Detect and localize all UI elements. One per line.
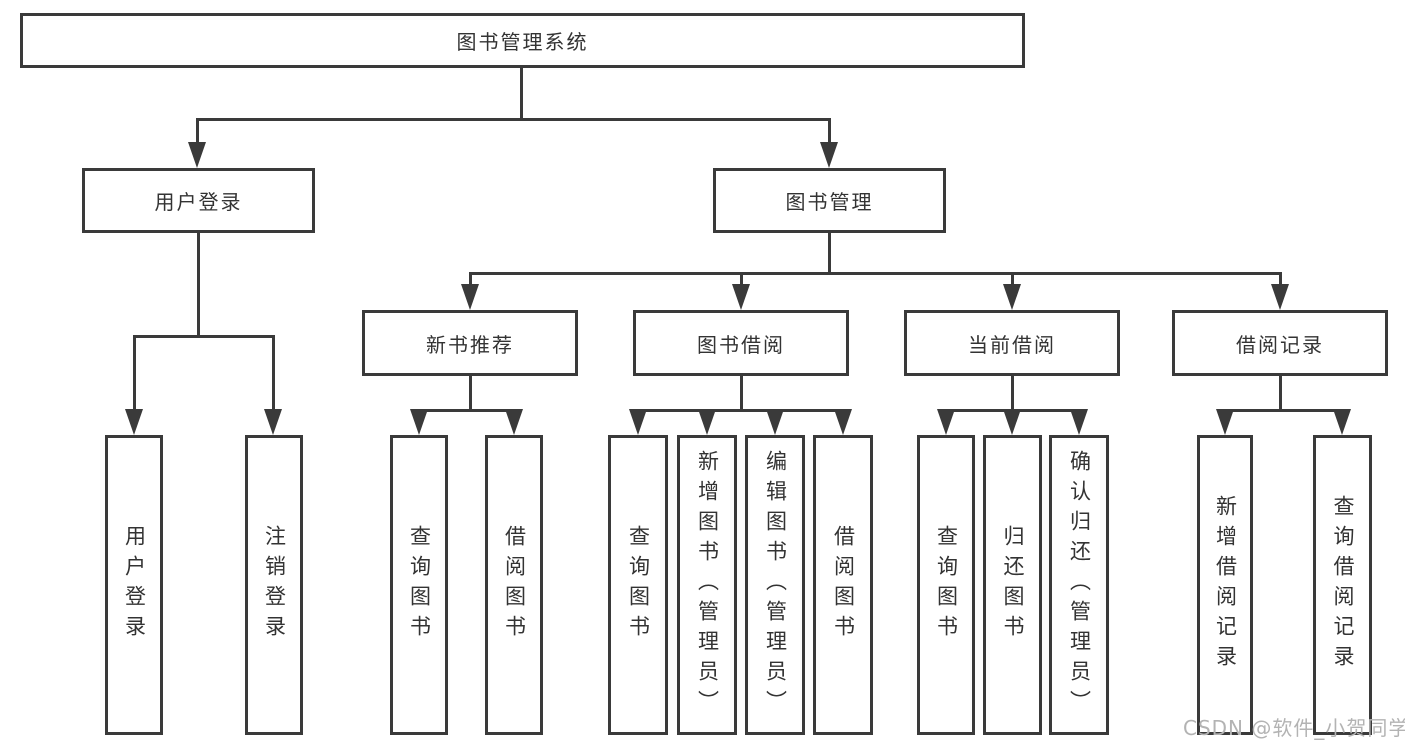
node-label: 图书管理: [785, 190, 874, 214]
leaf-current-query-books: 查询图书: [917, 435, 975, 735]
node-label: 新书推荐: [426, 332, 514, 357]
arrowhead-leaf-logout: [264, 409, 282, 435]
node-book-borrow: 图书借阅: [633, 310, 849, 376]
leaf-borrow-edit-books-admin: 编辑图书（管理员）: [745, 435, 805, 735]
leaf-current-confirm-return-admin: 确认归还（管理员）: [1049, 435, 1109, 735]
node-label: 新增图书（管理员）: [695, 450, 720, 720]
arrowhead-new-book: [461, 284, 479, 310]
node-label: 编辑图书（管理员）: [763, 450, 788, 720]
connector-drop-new-book: [469, 272, 472, 288]
connector-drop-leaf-logout: [272, 335, 275, 415]
node-label: 新增借阅记录: [1213, 495, 1238, 675]
connector-drop-leaf-user-login: [133, 335, 136, 415]
node-label: 查询图书: [626, 525, 651, 645]
node-label: 借阅记录: [1236, 332, 1324, 357]
leaf-borrow-query-books: 查询图书: [608, 435, 668, 735]
connector-records-rail: [1224, 409, 1344, 412]
connector-userlogin-stem: [197, 233, 200, 337]
arrowhead-book-management: [820, 142, 838, 168]
connector-bookmgmt-stem: [828, 233, 831, 274]
arrowhead-bb-borrow: [834, 409, 852, 435]
connector-drop-user-login: [196, 118, 199, 148]
node-book-management: 图书管理: [713, 168, 946, 233]
connector-drop-borrow-records: [1279, 272, 1282, 288]
node-label: 查询图书: [934, 525, 959, 645]
connector-drop-book-borrow: [740, 272, 743, 288]
node-library-management-system: 图书管理系统: [20, 13, 1025, 68]
arrowhead-br-add: [1216, 409, 1234, 435]
node-current-borrow: 当前借阅: [904, 310, 1120, 376]
arrowhead-br-query: [1333, 409, 1351, 435]
node-label: 图书管理系统: [456, 30, 589, 54]
arrowhead-nb-query: [410, 409, 428, 435]
connector-root-rail: [197, 118, 831, 121]
connector-currentborrow-stem: [1011, 376, 1014, 411]
arrowhead-book-borrow: [732, 284, 750, 310]
node-label: 查询图书: [407, 525, 432, 645]
leaf-newbook-query-books: 查询图书: [390, 435, 448, 735]
leaf-records-query-record: 查询借阅记录: [1313, 435, 1372, 735]
arrowhead-leaf-user-login: [125, 409, 143, 435]
connector-bookborrow-stem: [740, 376, 743, 411]
node-label: 确认归还（管理员）: [1067, 450, 1092, 720]
leaf-borrow-add-books-admin: 新增图书（管理员）: [677, 435, 737, 735]
connector-root-stem: [520, 66, 523, 120]
connector-userlogin-rail: [133, 335, 275, 338]
arrowhead-bb-edit: [766, 409, 784, 435]
arrowhead-cb-query: [937, 409, 955, 435]
csdn-watermark: CSDN @软件_小贺同学: [1183, 716, 1405, 740]
node-label: 当前借阅: [968, 332, 1056, 357]
node-label: 查询借阅记录: [1331, 495, 1355, 675]
connector-newbook-rail: [418, 409, 516, 412]
leaf-logout-login: 注销登录: [245, 435, 303, 735]
connector-drop-current-borrow: [1011, 272, 1014, 288]
arrowhead-cb-confirm: [1070, 409, 1088, 435]
leaf-newbook-borrow-books: 借阅图书: [485, 435, 543, 735]
arrowhead-nb-borrow: [505, 409, 523, 435]
connector-drop-book-management: [828, 118, 831, 148]
connector-bookmgmt-rail: [469, 272, 1282, 275]
arrowhead-cb-return: [1003, 409, 1021, 435]
arrowhead-bb-add: [698, 409, 716, 435]
arrowhead-bb-query: [629, 409, 647, 435]
node-label: 借阅图书: [502, 525, 527, 645]
node-new-book-recommend: 新书推荐: [362, 310, 578, 376]
node-label: 借阅图书: [831, 525, 856, 645]
connector-newbook-stem: [469, 376, 472, 411]
connector-bookborrow-rail: [637, 409, 845, 412]
leaf-user-login: 用户登录: [105, 435, 163, 735]
node-borrow-records: 借阅记录: [1172, 310, 1388, 376]
arrowhead-borrow-records: [1271, 284, 1289, 310]
node-label: 用户登录: [122, 525, 147, 645]
leaf-records-add-record: 新增借阅记录: [1197, 435, 1253, 735]
node-label: 用户登录: [154, 190, 243, 214]
leaf-borrow-borrow-books: 借阅图书: [813, 435, 873, 735]
node-label: 归还图书: [1001, 525, 1025, 645]
node-label: 图书借阅: [697, 332, 785, 357]
leaf-current-return-books: 归还图书: [983, 435, 1042, 735]
node-user-login: 用户登录: [82, 168, 315, 233]
arrowhead-current-borrow: [1003, 284, 1021, 310]
arrowhead-user-login: [188, 142, 206, 168]
node-label: 注销登录: [262, 525, 287, 645]
connector-records-stem: [1279, 376, 1282, 411]
